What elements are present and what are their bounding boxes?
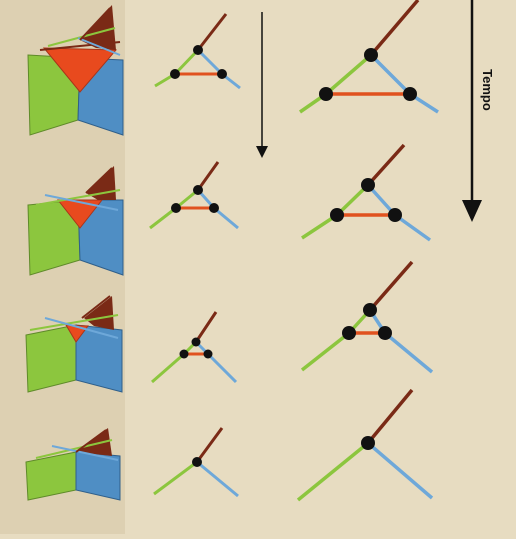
stage-4-edge-line [51, 445, 119, 461]
blue-edge [383, 331, 434, 374]
stage-1-3d-view [27, 5, 124, 136]
vertex-node [192, 457, 202, 467]
stage-4-3d-view [25, 428, 121, 501]
vertex-node [203, 349, 213, 359]
stage-3-edge-line [29, 314, 119, 331]
blue-edge [366, 441, 434, 500]
green-edge [300, 331, 351, 372]
large-graph-stage-3 [300, 260, 434, 374]
green-edge [151, 352, 185, 384]
stage-2-edge-line [85, 167, 113, 194]
blue-edge [196, 48, 224, 76]
stage-2-edge-line [44, 194, 119, 211]
brown-edge [194, 311, 218, 343]
large-graph-stage-4 [296, 388, 434, 502]
vertex-node [193, 185, 203, 195]
vertex-node [361, 436, 375, 450]
vertex-node [171, 203, 181, 213]
brown-edge [366, 388, 414, 445]
time-label: Tempo [480, 69, 496, 111]
brown-edge [369, 0, 420, 57]
stage-3-brown-face [84, 296, 114, 330]
vertex-node [361, 178, 375, 192]
green-edge [173, 48, 200, 76]
arrowhead-icon [256, 146, 268, 158]
vertex-node [170, 69, 180, 79]
stage-2-3d-view [27, 166, 124, 276]
blue-edge [393, 213, 432, 242]
vertex-node [330, 208, 344, 222]
stage-1-edge-line [79, 7, 111, 41]
vertex-node [363, 303, 377, 317]
stage-4-edge-line [75, 429, 107, 453]
brown-edge [196, 13, 228, 51]
vertex-node [319, 87, 333, 101]
arrowhead-icon [462, 200, 482, 222]
stage-4-brown-face [76, 428, 112, 456]
green-edge [153, 460, 198, 496]
stage-4-green-face [25, 451, 77, 501]
green-edge [149, 206, 177, 230]
large-graph-stage-2 [301, 143, 432, 242]
stage-1-edge-line [39, 41, 121, 51]
stage-1-edge-line [77, 37, 121, 56]
stage-1-red-face [42, 47, 118, 93]
green-edge [324, 53, 373, 96]
vertex-node [364, 48, 378, 62]
stage-3-edge-line [81, 295, 111, 319]
small-graph-stage-1 [154, 13, 241, 90]
small-graph-stage-2 [149, 161, 239, 230]
stage-3-edge-line [44, 317, 119, 339]
vertex-node [342, 326, 356, 340]
stage-4-edge-line [35, 439, 113, 459]
brown-edge [195, 427, 224, 463]
vertex-node [209, 203, 219, 213]
brown-edge [368, 260, 414, 312]
vertex-node [378, 326, 392, 340]
blue-edge [369, 53, 412, 96]
stage-3-blue-face [75, 324, 123, 393]
small-graph-stage-4 [153, 427, 239, 498]
vertex-node [193, 45, 203, 55]
stage-3-3d-view [25, 295, 123, 393]
stage-2-red-face [56, 199, 104, 229]
green-edge [335, 183, 370, 217]
vertex-node [217, 69, 227, 79]
vertex-node [191, 337, 201, 347]
large-graph-stage-1 [299, 0, 439, 114]
vertex-node [388, 208, 402, 222]
stage-1-brown-face [80, 5, 116, 50]
blue-edge [213, 206, 239, 230]
stage-2-edge-line [35, 189, 121, 206]
brown-edge [366, 143, 406, 187]
stage-3-green-face [25, 324, 77, 393]
arrow-left [256, 12, 268, 158]
arrow-right [462, 0, 482, 222]
blue-edge [206, 352, 238, 384]
green-edge [296, 441, 370, 502]
vertex-node [403, 87, 417, 101]
blue-edge [196, 460, 239, 498]
vertex-node [179, 349, 189, 359]
small-graph-stage-3 [151, 311, 238, 384]
brown-edge [196, 161, 220, 191]
